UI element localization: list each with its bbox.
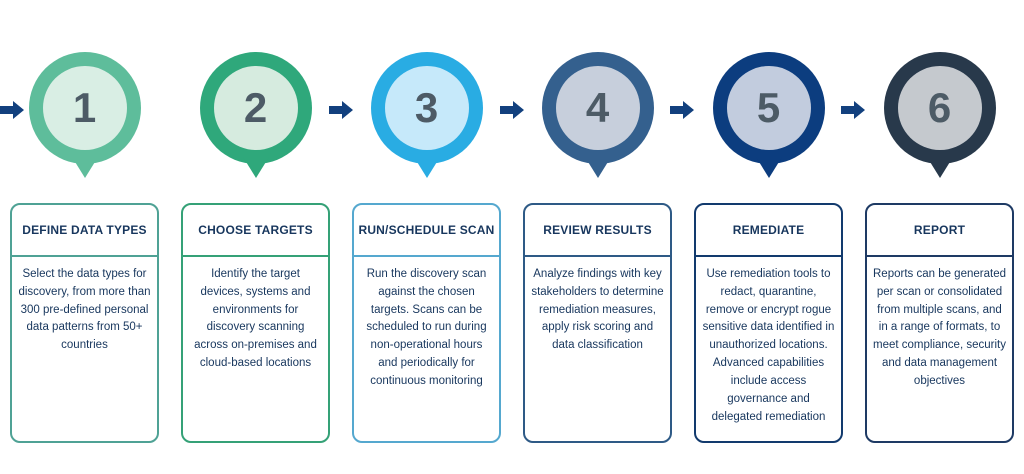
step-card-title: REPORT <box>867 205 1012 257</box>
arrow-right-icon <box>500 101 524 119</box>
step-number: 2 <box>243 84 268 131</box>
step-card-title: CHOOSE TARGETS <box>183 205 328 257</box>
step-3-marker-pin: 3 <box>370 52 483 178</box>
step-card-title: REMEDIATE <box>696 205 841 257</box>
step-number: 6 <box>927 84 952 131</box>
step-card-title: REVIEW RESULTS <box>525 205 670 257</box>
step-1-marker-pin: 1 <box>28 52 141 178</box>
arrow-right-icon <box>841 101 865 119</box>
step-5-marker-pin: 5 <box>712 52 825 178</box>
step-card-body: Select the data types for discovery, fro… <box>18 268 151 352</box>
pin-inner-circle: 2 <box>213 66 298 150</box>
step-column-5: 5 REMEDIATE Use remediation tools to red… <box>694 52 843 443</box>
step-column-2: 2 CHOOSE TARGETS Identify the target dev… <box>181 52 330 443</box>
step-card-body: Identify the target devices, systems and… <box>194 268 317 370</box>
step-1-card: DEFINE DATA TYPES Select the data types … <box>10 203 159 443</box>
step-card-body: Reports can be generated per scan or con… <box>873 268 1006 387</box>
pin-inner-circle: 1 <box>42 66 127 150</box>
step-3-card: RUN/SCHEDULE SCAN Run the discovery scan… <box>352 203 501 443</box>
pin-tail <box>242 157 269 178</box>
step-6-card: REPORT Reports can be generated per scan… <box>865 203 1014 443</box>
step-number: 4 <box>585 84 610 131</box>
arrow-right-icon <box>670 101 694 119</box>
pin-inner-circle: 3 <box>384 66 469 150</box>
step-4-marker-pin: 4 <box>541 52 654 178</box>
pin-inner-circle: 5 <box>726 66 811 150</box>
step-2-card: CHOOSE TARGETS Identify the target devic… <box>181 203 330 443</box>
step-column-1: 1 DEFINE DATA TYPES Select the data type… <box>10 52 159 443</box>
pin-tail <box>755 157 782 178</box>
step-number: 3 <box>414 84 439 131</box>
arrow-right-icon <box>0 101 24 119</box>
step-column-3: 3 RUN/SCHEDULE SCAN Run the discovery sc… <box>352 52 501 443</box>
step-card-body: Run the discovery scan against the chose… <box>366 268 487 387</box>
arrow-right-icon <box>329 101 353 119</box>
pin-tail <box>926 157 953 178</box>
step-column-4: 4 REVIEW RESULTS Analyze findings with k… <box>523 52 672 443</box>
pin-tail <box>71 157 98 178</box>
pin-tail <box>584 157 611 178</box>
step-2-marker-pin: 2 <box>199 52 312 178</box>
pin-inner-circle: 4 <box>555 66 640 150</box>
pin-inner-circle: 6 <box>897 66 982 150</box>
step-card-title: RUN/SCHEDULE SCAN <box>354 205 499 257</box>
step-columns: 1 DEFINE DATA TYPES Select the data type… <box>10 52 1014 443</box>
step-card-body: Use remediation tools to redact, quarant… <box>702 268 835 423</box>
step-column-6: 6 REPORT Reports can be generated per sc… <box>865 52 1014 443</box>
step-number: 5 <box>756 84 781 131</box>
pin-tail <box>413 157 440 178</box>
step-number: 1 <box>72 84 97 131</box>
step-6-marker-pin: 6 <box>883 52 996 178</box>
step-card-title: DEFINE DATA TYPES <box>12 205 157 257</box>
step-5-card: REMEDIATE Use remediation tools to redac… <box>694 203 843 443</box>
step-4-card: REVIEW RESULTS Analyze findings with key… <box>523 203 672 443</box>
step-card-body: Analyze findings with key stakeholders t… <box>531 268 664 352</box>
